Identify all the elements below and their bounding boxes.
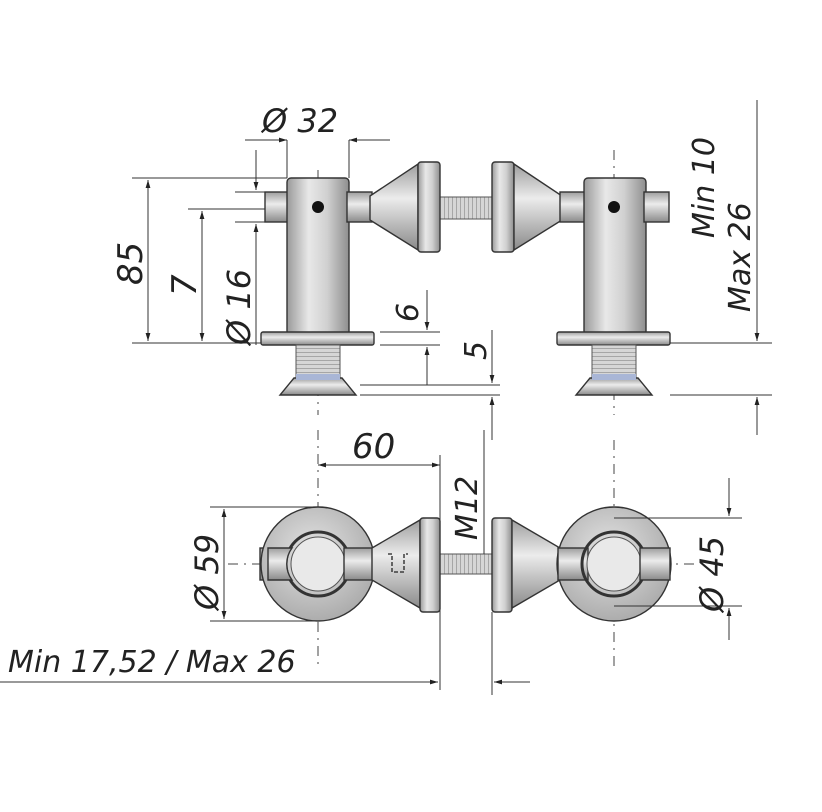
right-threaded-stem <box>591 344 637 378</box>
left-pin-hole <box>312 201 324 213</box>
left-rubber-pad <box>296 374 340 380</box>
right-pin-stub <box>643 191 670 223</box>
dim-width-60: 60 <box>352 427 395 467</box>
plan-left-arm <box>343 547 375 581</box>
right-foot <box>574 377 654 396</box>
right-rubber-pad <box>592 374 636 380</box>
right-flange <box>556 331 671 346</box>
dim-max-26: Max 26 <box>723 202 758 312</box>
plan-view: 60 M12 Ø 59 Ø 45 Min 17,52 / Max 26 <box>0 427 742 695</box>
left-arm <box>346 191 373 223</box>
left-foot <box>278 377 358 396</box>
dim-height-6: 6 <box>391 303 426 322</box>
dim-diameter-59: Ø 59 <box>188 534 226 612</box>
dim-diameter-45: Ø 45 <box>693 536 731 614</box>
plan-right-cone-disc <box>491 517 513 613</box>
right-cone <box>513 162 563 252</box>
dim-height-7: 7 <box>165 274 205 296</box>
dim-min-10: Min 10 <box>687 137 722 238</box>
left-threaded-stem <box>295 344 341 378</box>
dim-thread-m12: M12 <box>450 476 485 540</box>
plan-hidden-nut <box>388 553 408 573</box>
left-pin-stub <box>264 191 291 223</box>
left-cone <box>369 162 419 252</box>
plan-right-pin <box>639 547 671 581</box>
plan-right-bore <box>586 536 642 592</box>
dim-gap-range: Min 17,52 / Max 26 <box>8 645 296 680</box>
side-view: Ø 32 85 7 Ø 16 6 5 Min 10 Max <box>111 100 772 440</box>
dim-diameter-16: Ø 16 <box>220 269 258 347</box>
plan-left-bore <box>290 536 346 592</box>
plan-left-pin-front <box>267 547 294 581</box>
right-cone-disc <box>491 161 515 253</box>
dim-height-5: 5 <box>459 341 494 360</box>
dim-height-85: 85 <box>111 242 151 285</box>
left-flange <box>260 331 375 346</box>
right-pin-hole <box>608 201 620 213</box>
dim-diameter-32: Ø 32 <box>260 102 338 140</box>
plan-left-cone-disc <box>419 517 441 613</box>
left-cone-disc <box>417 161 441 253</box>
plan-right-cone <box>511 518 561 610</box>
plan-left-cone <box>371 518 421 610</box>
threaded-rod-side <box>439 196 493 220</box>
